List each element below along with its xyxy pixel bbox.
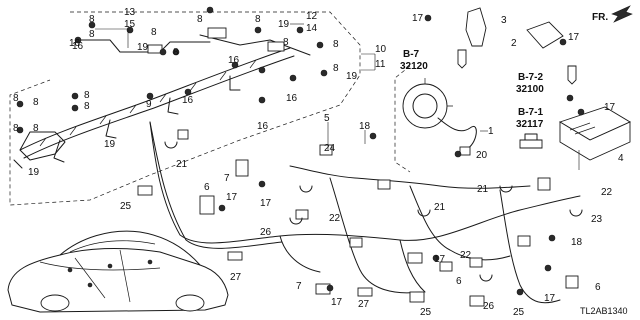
callout: 8 [84,101,90,112]
callout: 5 [324,113,330,124]
srs-components-group [369,7,631,173]
callout: 21 [434,202,446,213]
direction-label: FR. [592,12,608,23]
callout: 3 [501,15,507,26]
callout: 8 [255,14,261,25]
ref-label-b7-1: B-7-1 [518,107,543,118]
callout: 16 [69,38,81,49]
callout: 11 [375,59,386,70]
ref-label-b7-2: B-7-2 [518,72,543,83]
callout: 19 [28,167,40,178]
callout: 8 [333,39,339,50]
callout: 16 [228,55,240,66]
callout: 8 [33,97,39,108]
callout: 17 [260,198,272,209]
callout: 18 [571,237,583,248]
callout: 7 [296,281,302,292]
callout: 8 [84,90,90,101]
callout: 24 [324,143,336,154]
callout: 2 [511,38,517,49]
callout: 16 [72,41,84,52]
diagram-code: TL2AB1340 [580,306,628,316]
callout: 21 [176,159,188,170]
callout: 19 [278,19,290,30]
callout: 26 [260,227,272,238]
callout: 27 [230,272,242,283]
callout: 8 [283,37,289,48]
callout: 17 [434,254,446,265]
callout: 22 [460,250,472,261]
callout: 12 [306,11,318,22]
callout: 17 [568,32,580,43]
callout: 4 [618,153,624,164]
callout: 19 [104,139,116,150]
callout: 6 [595,282,601,293]
callout: 17 [604,102,616,113]
callout: 20 [476,150,488,161]
callout: 6 [456,276,462,287]
callout: 22 [601,187,613,198]
callout: 8 [151,27,157,38]
callout: 14 [306,23,318,34]
callout: 25 [513,307,525,318]
callout: 1 [488,126,494,137]
callout: 17 [331,297,343,308]
ref-code-32120: 32120 [400,61,428,72]
callout: 16 [257,121,269,132]
callout: 8 [13,123,19,134]
callout: 21 [477,184,489,195]
vehicle-silhouette [7,230,229,313]
callout: 9 [146,99,152,110]
callout: 6 [204,182,210,193]
callout: 8 [173,47,179,58]
ref-code-32100: 32100 [516,84,544,95]
callout: 8 [33,123,39,134]
ref-code-32117: 32117 [516,119,544,130]
curtain-airbag-group [9,6,361,206]
floor-harness-group [137,121,583,307]
ref-label-b7: B-7 [403,49,420,60]
callout: 8 [333,63,339,74]
callout: 13 [124,7,136,18]
leader-lines [95,23,580,170]
callout: 23 [591,214,603,225]
callout-numbers: 8 13 15 8 19 12 14 16 8 8 19 8 8 8 8 16 … [13,7,624,318]
callout: 22 [329,213,341,224]
callout: 27 [358,299,370,310]
callout: 17 [412,13,424,24]
callout: 16 [182,95,194,106]
callout: 7 [224,173,230,184]
callout: 16 [286,93,298,104]
callout: 8 [89,29,95,40]
callout: 8 [13,93,19,104]
callout: 26 [483,301,495,312]
callout: 15 [124,19,136,30]
reference-labels: B-7 32120 B-7-2 32100 B-7-1 32117 [400,49,544,130]
callout: 25 [120,201,132,212]
callout: 18 [359,121,371,132]
callout: 8 [197,14,203,25]
callout: 17 [226,192,238,203]
callout: 19 [346,71,358,82]
callout: 25 [420,307,432,318]
callout: 19 [137,42,149,53]
callout: 17 [544,293,556,304]
front-direction-arrow: FR. [592,5,633,23]
callout: 10 [375,44,387,55]
callout: 8 [89,14,95,25]
